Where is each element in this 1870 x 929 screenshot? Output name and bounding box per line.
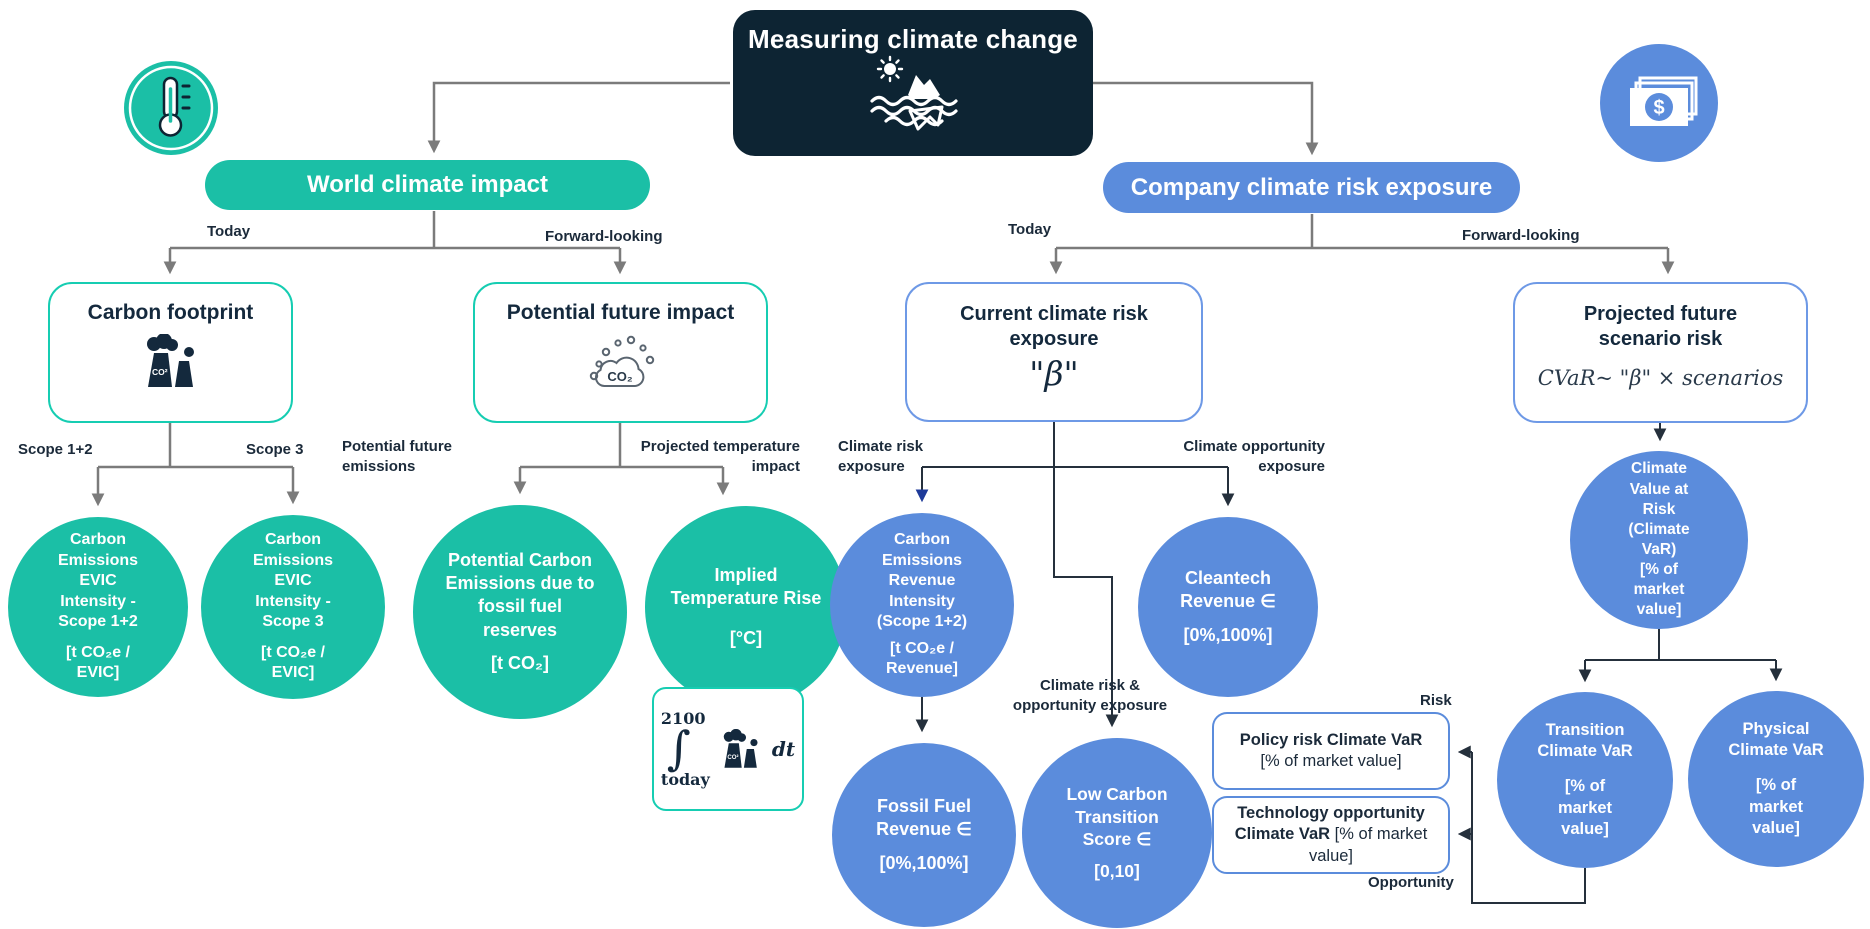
metric-unit: [0%,100%] — [879, 852, 969, 873]
co2-cloud-bubbles-icon: CO₂ — [589, 336, 654, 388]
metric-name: Transition Climate VaR — [1537, 721, 1633, 761]
potential-future-impact-box: Potential future impact CO₂ — [473, 282, 768, 423]
metric-name: Carbon Emissions Revenue Intensity (Scop… — [876, 531, 968, 631]
banknotes-dollar-icon: $ — [1630, 76, 1698, 126]
svg-text:$: $ — [1653, 97, 1664, 119]
climate-opportunity-exposure-label: Climate opportunity exposure — [1183, 438, 1325, 475]
metric-name: Climate Value at Risk (Climate VaR) — [1628, 460, 1690, 558]
metric-unit: [t CO₂] — [491, 652, 549, 673]
world-forward-label: Forward-looking — [545, 228, 663, 245]
branch-world-label: World climate impact — [307, 171, 548, 198]
scope-3-label: Scope 3 — [246, 441, 304, 458]
metric-carbon-emissions-revenue-intensity: Carbon Emissions Revenue Intensity (Scop… — [830, 513, 1014, 697]
metric-transition-climate-var: Transition Climate VaR [% of market valu… — [1497, 692, 1673, 868]
risk-label: Risk — [1420, 692, 1452, 709]
scope-1-2-label: Scope 1+2 — [18, 441, 93, 458]
integral-symbol: ∫ — [666, 721, 691, 776]
metric-name: Carbon Emissions EVIC Intensity - Scope … — [252, 531, 334, 631]
money-badge: $ — [1600, 44, 1718, 162]
projected-future-scenario-risk-title: Projected future scenario risk — [1583, 303, 1738, 350]
metric-unit: [0,10] — [1094, 861, 1140, 882]
metric-climate-value-at-risk: Climate Value at Risk (Climate VaR) [% o… — [1570, 451, 1748, 629]
svg-text:CO₂: CO₂ — [607, 369, 633, 384]
sun-and-iceberg-icon — [870, 55, 958, 131]
factory-co2-icon: CO² — [723, 729, 758, 768]
world-today-label: Today — [207, 223, 251, 240]
root-title: Measuring climate change — [748, 24, 1078, 54]
metric-evic-intensity-scope3: Carbon Emissions EVIC Intensity - Scope … — [201, 515, 385, 699]
metric-potential-carbon-emissions: Potential Carbon Emissions due to fossil… — [413, 505, 627, 719]
metric-unit: [t CO₂e / Revenue] — [885, 639, 959, 678]
metric-name: Carbon Emissions EVIC Intensity - Scope … — [57, 531, 139, 631]
policy-risk-climate-var-box: Policy risk Climate VaR [% of market val… — [1212, 712, 1450, 790]
branch-company-label: Company climate risk exposure — [1130, 173, 1493, 201]
metric-name: Implied Temperature Rise — [670, 565, 822, 609]
metric-name: Cleantech Revenue ∈ — [1180, 568, 1276, 612]
metric-unit: [% of market value] — [1633, 561, 1685, 619]
factory-co2-icon: CO² — [146, 333, 194, 388]
technology-opportunity-climate-var-box: Technology opportunity Climate VaR [% of… — [1212, 796, 1450, 874]
cvar-formula: CVaR~ "β" × scenarios — [1537, 366, 1784, 390]
metric-unit: [t CO₂e / EVIC] — [66, 643, 130, 682]
policy-risk-text: Policy risk Climate VaR [% of market val… — [1239, 730, 1423, 770]
metric-cleantech-revenue: Cleantech Revenue ∈ [0%,100%] — [1138, 517, 1318, 697]
metric-evic-intensity-scope12: Carbon Emissions EVIC Intensity - Scope … — [8, 517, 188, 697]
metric-name: Low Carbon Transition Score ∈ — [1066, 784, 1168, 849]
thermometer-icon — [128, 65, 214, 151]
metric-unit: [% of market value] — [1748, 776, 1804, 837]
branch-world-climate-impact: World climate impact — [205, 160, 650, 210]
root-node-measuring-climate-change: Measuring climate change — [733, 10, 1093, 156]
carbon-footprint-title: Carbon footprint — [87, 301, 254, 324]
metric-low-carbon-transition-score: Low Carbon Transition Score ∈ [0,10] — [1022, 738, 1212, 928]
metric-unit: [t CO₂e / EVIC] — [261, 643, 325, 682]
opportunity-label: Opportunity — [1368, 874, 1454, 891]
current-climate-risk-box: Current climate risk exposure "β" — [905, 282, 1203, 422]
integral-dt: dt — [771, 737, 796, 761]
temperature-badge — [124, 61, 218, 155]
metric-name: Physical Climate VaR — [1728, 720, 1824, 760]
metric-unit: [% of market value] — [1557, 777, 1613, 838]
metric-name: Potential Carbon Emissions due to fossil… — [445, 550, 595, 640]
beta-formula: "β" — [1029, 354, 1079, 393]
metric-implied-temperature-rise: Implied Temperature Rise [°C] — [645, 506, 847, 708]
branch-company-climate-risk: Company climate risk exposure — [1103, 162, 1520, 213]
company-today-label: Today — [1008, 221, 1052, 238]
integral-lower-limit: today — [660, 769, 710, 789]
svg-text:CO²: CO² — [152, 367, 168, 377]
metric-name: Fossil Fuel Revenue ∈ — [876, 796, 972, 840]
metric-unit: [°C] — [729, 627, 763, 648]
potential-future-impact-title: Potential future impact — [506, 301, 735, 324]
potential-future-emissions-label: Potential future emissions — [342, 438, 453, 475]
technology-opportunity-text: Technology opportunity Climate VaR [% of… — [1234, 803, 1428, 865]
metric-fossil-fuel-revenue: Fossil Fuel Revenue ∈ [0%,100%] — [832, 743, 1016, 927]
projected-temperature-impact-label: Projected temperature impact — [640, 438, 800, 475]
projected-future-scenario-risk-box: Projected future scenario risk CVaR~ "β"… — [1513, 282, 1808, 423]
current-climate-risk-title: Current climate risk exposure — [960, 303, 1148, 350]
svg-text:CO²: CO² — [727, 754, 738, 761]
company-forward-label: Forward-looking — [1462, 227, 1580, 244]
metric-physical-climate-var: Physical Climate VaR [% of market value] — [1688, 691, 1864, 867]
integral-upper-limit: 2100 — [660, 709, 706, 729]
climate-risk-opportunity-exposure-label: Climate risk & opportunity exposure — [1012, 677, 1168, 714]
integral-formula-box: 2100 ∫ today CO² dt — [652, 687, 804, 811]
metric-unit: [0%,100%] — [1183, 624, 1273, 645]
climate-risk-exposure-label: Climate risk exposure — [838, 438, 924, 475]
carbon-footprint-box: Carbon footprint CO² — [48, 282, 293, 423]
